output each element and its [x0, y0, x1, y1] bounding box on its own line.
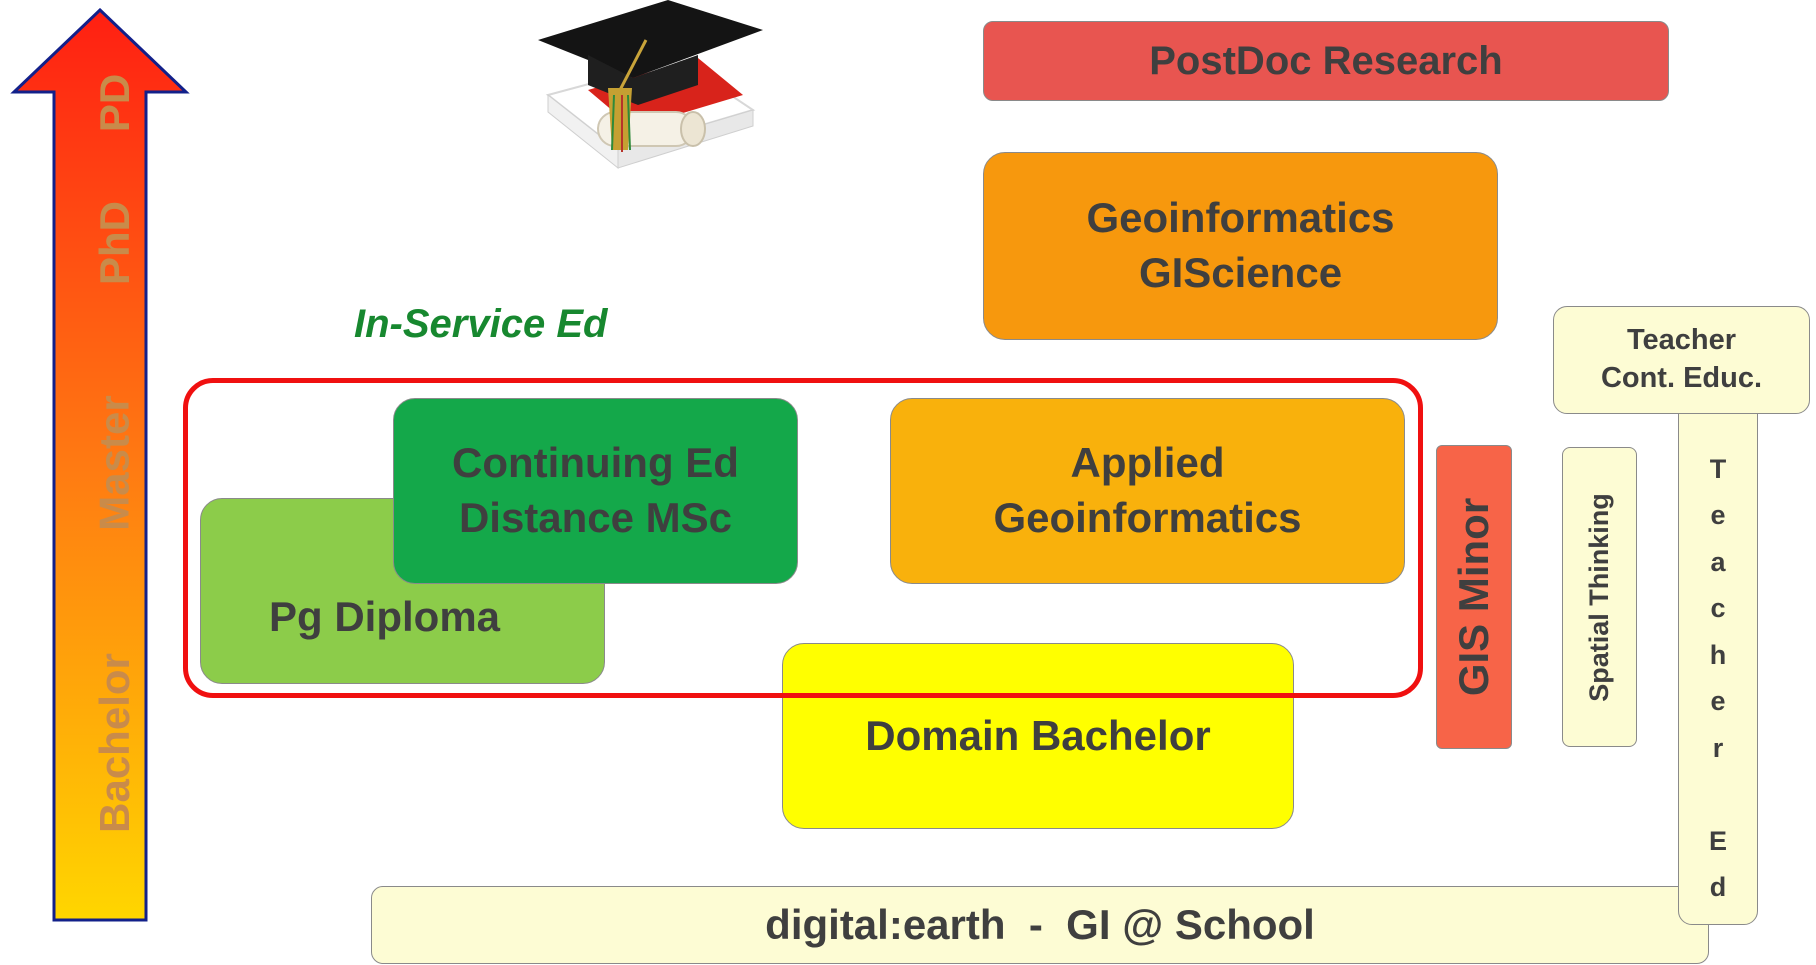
cont-educ-label: Cont. Educ. — [1600, 362, 1763, 394]
teacher-ed-letter: e — [1710, 686, 1726, 717]
applied-geoinformatics-label: Geoinformatics — [993, 494, 1302, 541]
distance-msc-label: Distance MSc — [458, 494, 733, 541]
pg-diploma-label: Pg Diploma — [269, 593, 501, 641]
label-bachelor: Bachelor — [91, 653, 139, 833]
label-phd: PhD — [91, 201, 138, 285]
in-service-ed-label: In-Service Ed — [354, 302, 608, 346]
postdoc-research-label: PostDoc Research — [1149, 39, 1503, 83]
progression-arrow: PD PhD Master Bachelor — [10, 7, 190, 924]
domain-bachelor-label: Domain Bachelor — [865, 711, 1211, 759]
teacher-ed-letter: T — [1709, 454, 1727, 484]
spatial-thinking-box: Spatial Thinking — [1562, 447, 1637, 747]
applied-label: Applied — [1070, 439, 1225, 487]
label-master: Master — [91, 395, 138, 531]
degree-labels: PD PhD Master Bachelor — [70, 63, 160, 923]
teacher-ed-letter: h — [1709, 639, 1727, 670]
in-service-outline — [183, 378, 1423, 698]
teacher-ed-letter: e — [1710, 500, 1726, 531]
digital-earth-label: digital:earth - GI @ School — [765, 900, 1315, 948]
geoinformatics-box: Geoinformatics GIScience — [983, 152, 1498, 340]
teacher-ed-letter: a — [1710, 546, 1726, 577]
teacher-cont-educ-box: Teacher Cont. Educ. — [1553, 306, 1810, 414]
geoinformatics-label: Geoinformatics — [1086, 194, 1395, 242]
continuing-ed-box: Continuing Ed Distance MSc — [393, 398, 798, 584]
continuing-ed-label: Continuing Ed — [452, 439, 739, 487]
teacher-ed-box: T e a c h e r E d — [1678, 385, 1758, 925]
teacher-ed-letter: c — [1710, 593, 1726, 624]
gis-minor-label: GIS Minor — [1450, 497, 1497, 697]
gis-minor-box: GIS Minor — [1436, 445, 1512, 749]
teacher-ed-letter: d — [1709, 871, 1727, 902]
graduation-cap-and-diploma-icon — [528, 0, 768, 180]
postdoc-research-box: PostDoc Research — [983, 21, 1669, 101]
teacher-ed-letter: E — [1708, 825, 1727, 856]
applied-geoinformatics-box: Applied Geoinformatics — [890, 398, 1405, 584]
giscience-label: GIScience — [1138, 249, 1343, 296]
arrow-shape — [10, 7, 190, 922]
domain-bachelor-box: Domain Bachelor — [782, 643, 1294, 829]
spatial-thinking-label: Spatial Thinking — [1584, 492, 1615, 702]
teacher-ed-letter: r — [1712, 732, 1724, 763]
teacher-label: Teacher — [1626, 324, 1737, 357]
digital-earth-box: digital:earth - GI @ School — [371, 886, 1709, 964]
label-pd: PD — [90, 73, 138, 133]
